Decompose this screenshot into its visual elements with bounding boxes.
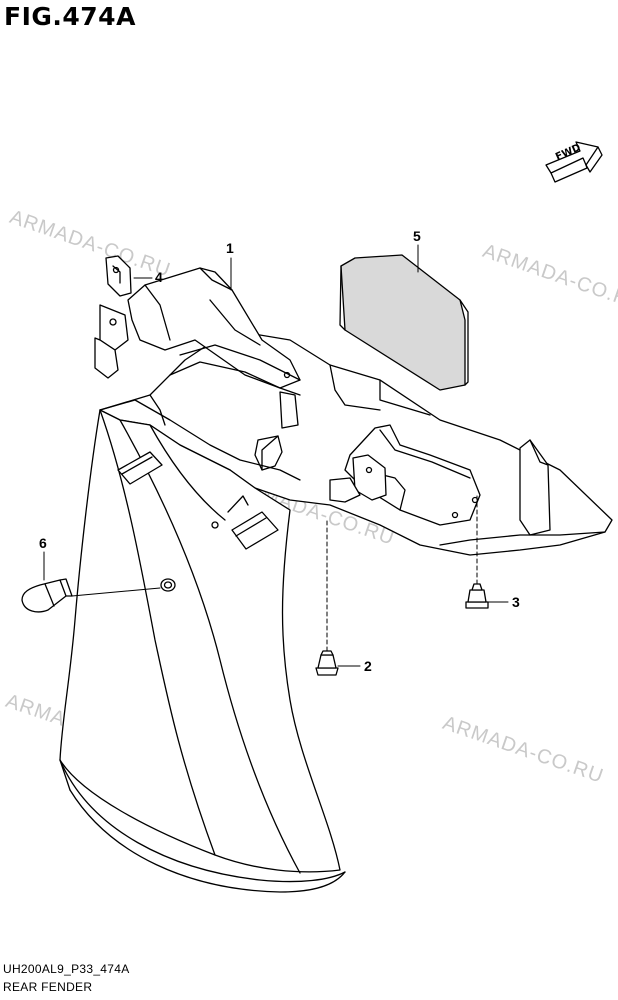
part-1-rear-fender — [59, 267, 613, 893]
figure-code: UH200AL9_P33_474A — [3, 962, 130, 976]
figure-name: REAR FENDER — [3, 980, 93, 994]
fwd-arrow-icon — [545, 141, 603, 183]
part-5-cover-pad — [339, 254, 469, 391]
part-6-plug — [21, 578, 161, 613]
callout-5: 5 — [413, 228, 421, 244]
callout-4: 4 — [155, 269, 163, 285]
part-2-push-clip — [315, 519, 339, 676]
callout-6: 6 — [39, 535, 47, 551]
callout-3: 3 — [512, 594, 520, 610]
part-3-bolt — [465, 494, 489, 609]
part-4-clip-nut — [105, 255, 132, 297]
figure-title: FIG.474A — [4, 2, 136, 31]
callout-2: 2 — [364, 658, 372, 674]
callout-1: 1 — [226, 240, 234, 256]
